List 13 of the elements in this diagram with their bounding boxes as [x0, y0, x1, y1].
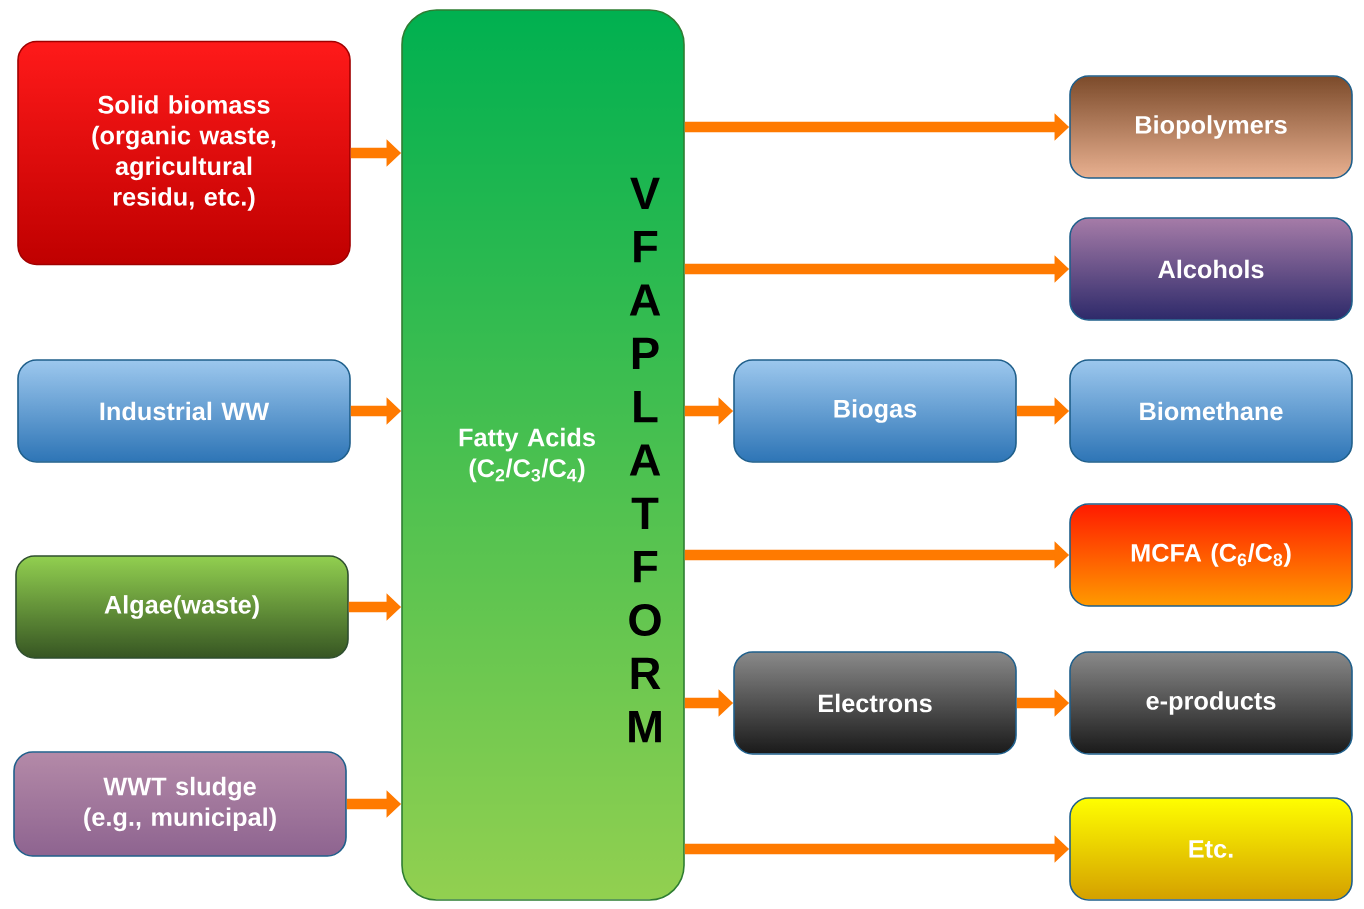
process-box: WWT sludge (e.g., municipal)	[13, 751, 347, 857]
process-box: Biomethane	[1069, 359, 1353, 463]
process-box: Algae(waste)	[15, 555, 349, 659]
process-box: e-products	[1069, 651, 1353, 755]
process-box: Electrons	[733, 651, 1017, 755]
process-box: MCFA (C$_{6}$/C$_{8}$)	[1069, 503, 1353, 607]
process-box: Solid biomass (organic waste, agricultural residu, etc.)	[17, 40, 351, 266]
process-box: Alcohols	[1069, 217, 1353, 321]
platform-box: VFA PLATFORM Fatty Acids (C$_{2}$/C$_{3}$/C$_{4}$)	[401, 9, 685, 901]
process-box: Biogas	[733, 359, 1017, 463]
process-box: Etc.	[1069, 797, 1353, 901]
process-box: Biopolymers	[1069, 75, 1353, 179]
process-box: Industrial WW	[17, 359, 351, 463]
